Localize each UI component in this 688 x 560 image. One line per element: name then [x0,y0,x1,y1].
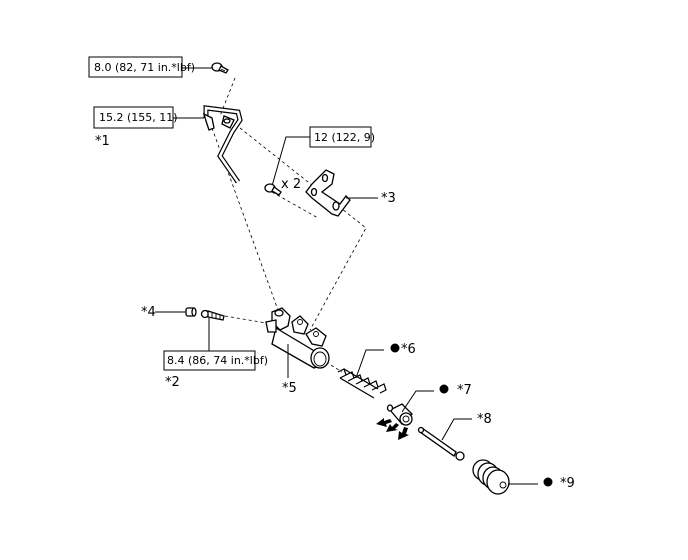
torque-spec-1: 8.0 (82, 71 in.*lbf) [88,56,195,78]
leader-callout-6 [355,349,384,379]
spring-icon [337,368,387,399]
assembly-guide-lines [211,77,367,373]
guide-line-bracket-to-cylinder [239,127,367,331]
callout-9: *9 [560,476,575,491]
callout-7-bullet-icon [439,384,449,394]
callout-1: *1 [95,134,110,149]
callout-7: *7 [457,383,472,398]
boot-icon [472,459,510,495]
torque-spec-1-text: 8.0 (82, 71 in.*lbf) [94,61,195,74]
torque-spec-4-text: 8.4 (86, 74 in.*lbf) [167,354,268,367]
torque-spec-3: 12 (122, 9) [309,126,375,148]
bolt-quantity: x 2 [281,177,301,192]
bracket-bolt-icon [264,183,282,196]
leader-callout-8 [441,418,472,441]
leader-callout-7 [401,390,434,413]
callout-9-bullet-icon [543,477,553,487]
clutch-tube-icon [202,105,243,184]
guide-line-bleeder-to-cylinder [224,315,273,325]
guide-line-cylinder-to-spring [325,361,343,373]
bleeder-screw-icon [200,309,225,321]
torque-spec-4: 8.4 (86, 74 in.*lbf) [163,350,268,371]
guide-line-bolt-to-bracket [271,191,319,219]
release-cylinder-icon [265,307,330,369]
bleeder-plug-icon [185,307,197,317]
bolt-top-icon [211,62,229,74]
callout-5: *5 [282,381,297,396]
callout-4: *4 [141,305,156,320]
bracket-icon [305,169,351,217]
torque-spec-2: 15.2 (155, 11) [93,106,178,129]
leader-torque-3 [271,136,310,187]
callout-6: *6 [401,342,416,357]
guide-line-bolt-to-tube [219,77,236,117]
callout-3: *3 [381,191,396,206]
piston-icon [386,403,413,426]
callout-8: *8 [477,412,492,427]
push-rod-icon [417,426,465,461]
torque-spec-3-text: 12 (122, 9) [314,131,375,144]
callout-6-bullet-icon [390,343,400,353]
torque-spec-4-box [163,350,256,371]
callout-2: *2 [165,375,180,390]
torque-spec-1-box [88,56,183,78]
torque-spec-2-text: 15.2 (155, 11) [99,111,178,124]
install-direction-arrows-icon [376,418,409,440]
